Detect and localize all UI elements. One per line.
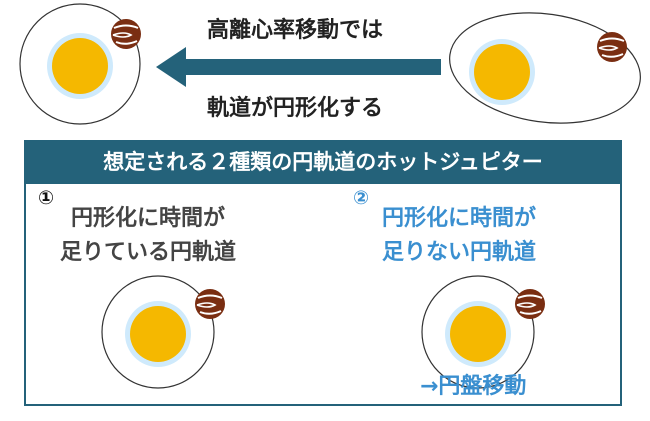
hot-jupiter-planet [111,19,141,49]
star [474,44,530,100]
circular-orbit-system-case-2 [421,275,545,389]
circular-orbit-system-case-1 [101,275,225,389]
hot-jupiter-planet [195,289,225,319]
star [130,306,186,362]
case-2-title: 円形化に時間が 足りない円軌道 [382,202,536,270]
circular-orbit-system-top [19,3,141,125]
case-1-title: 円形化に時間が 足りている円軌道 [60,202,236,270]
case-1-title-line1: 円形化に時間が [71,206,226,231]
star [450,306,506,362]
orbit-path [101,275,215,389]
hot-jupiter-planet [515,289,545,319]
eccentric-orbit-system-top [449,12,641,124]
hot-jupiter-planet [597,32,627,62]
case-1-number: ① [37,187,55,209]
case-2-number: ② [352,187,370,209]
disk-migration-label: →円盤移動 [420,374,527,399]
arrow-label-bottom: 軌道が円形化する [206,96,383,121]
star [52,38,108,94]
orbit-path [449,12,641,124]
left-arrow [156,47,441,87]
panel-title: 想定される２種類の円軌道のホットジュピター [24,140,622,184]
arrow-label-top: 高離心率移動では [206,18,383,43]
case-2-title-line1: 円形化に時間が [382,206,537,231]
case-2-title-line2: 足りない円軌道 [382,240,537,265]
orbit-path [19,3,141,125]
orbit-path [421,275,535,389]
case-1-title-line2: 足りている円軌道 [60,240,237,265]
